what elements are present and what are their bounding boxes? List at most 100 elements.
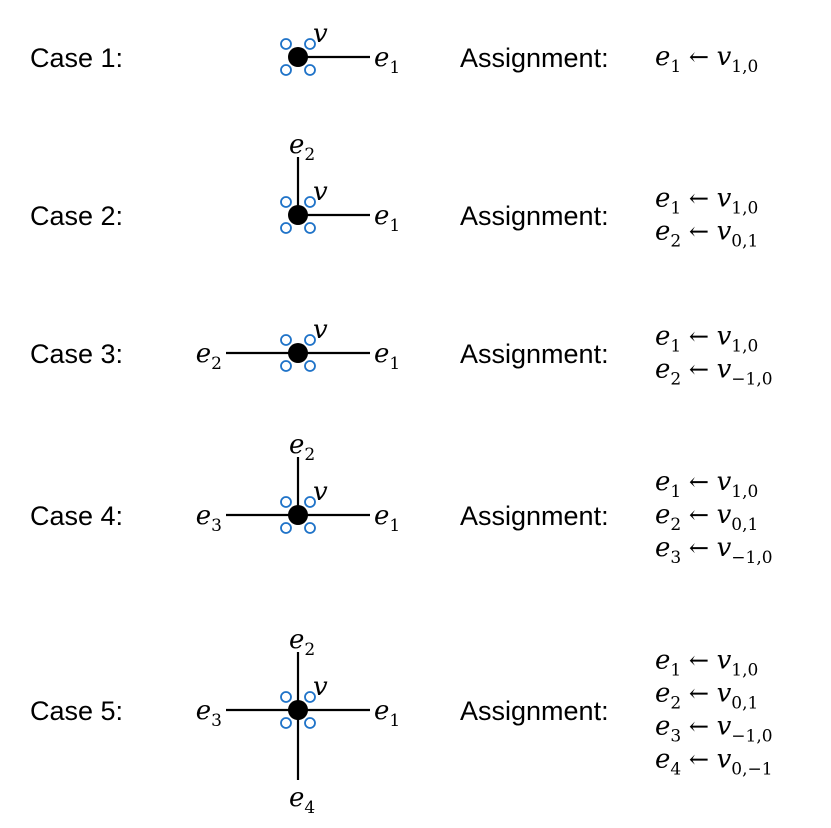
port-circle <box>304 196 316 208</box>
edge-subscript: 4 <box>670 760 681 780</box>
edge-label-subscript: 2 <box>304 640 315 660</box>
edge-subscript: 3 <box>670 548 681 568</box>
assignment-equation: e1 ← v1,0 <box>655 646 758 681</box>
edge-symbol: e <box>655 217 670 247</box>
assignment-label: Assignment: <box>460 501 609 531</box>
left-arrow-icon: ← <box>681 43 716 71</box>
left-arrow-icon: ← <box>681 713 716 741</box>
edge-symbol: e <box>655 712 670 742</box>
edge-label: e2 <box>196 339 222 374</box>
left-arrow-icon: ← <box>681 680 716 708</box>
port-circle <box>304 522 316 534</box>
assignment-equation: e4 ← v0,−1 <box>655 745 773 780</box>
vertex-subscript: −1,0 <box>731 727 772 747</box>
edge-label-subscript: 2 <box>304 445 315 465</box>
case-label: Case 1: <box>30 43 123 73</box>
node-dot <box>288 505 308 525</box>
vertex-symbol: v <box>717 42 732 72</box>
edge-label-subscript: 2 <box>211 354 222 374</box>
vertex-symbol: v <box>717 355 732 385</box>
port-circle <box>304 334 316 346</box>
port-circle <box>304 496 316 508</box>
vertex-symbol: v <box>717 646 732 676</box>
edge-label: e1 <box>374 339 400 374</box>
assignment-equation: e1 ← v1,0 <box>655 322 758 357</box>
port-circle <box>280 64 292 76</box>
vertex-symbol: v <box>717 467 732 497</box>
assignment-label: Assignment: <box>460 696 609 726</box>
assignment-equation: e2 ← v0,1 <box>655 217 758 252</box>
left-arrow-icon: ← <box>681 356 716 384</box>
left-arrow-icon: ← <box>681 323 716 351</box>
port-circle <box>280 522 292 534</box>
edge-label: e1 <box>374 696 400 731</box>
edge-subscript: 3 <box>670 727 681 747</box>
edge-label-subscript: 2 <box>304 145 315 165</box>
edge-label-subscript: 1 <box>389 216 400 236</box>
vertex-subscript: 1,0 <box>731 661 758 681</box>
node-dot <box>288 700 308 720</box>
edge-subscript: 1 <box>670 337 681 357</box>
edge-label-symbol: e <box>374 201 389 231</box>
case-label: Case 2: <box>30 201 123 231</box>
case-label: Case 4: <box>30 501 123 531</box>
port-circle <box>280 717 292 729</box>
edge-label: e1 <box>374 501 400 536</box>
node-dot <box>288 205 308 225</box>
vertex-subscript: −1,0 <box>731 370 772 390</box>
vertex-symbol: v <box>717 679 732 709</box>
vertex-subscript: 1,0 <box>731 482 758 502</box>
edge-label-subscript: 4 <box>304 798 315 818</box>
edge-subscript: 1 <box>670 661 681 681</box>
vertex-symbol: v <box>717 745 732 775</box>
node-label: v <box>313 672 328 702</box>
vertex-subscript: 1,0 <box>731 57 758 77</box>
edge-symbol: e <box>655 355 670 385</box>
edge-label: e2 <box>289 430 315 465</box>
assignment-label: Assignment: <box>460 43 609 73</box>
edge-label: e3 <box>196 696 222 731</box>
assignment-equation: e1 ← v1,0 <box>655 467 758 502</box>
left-arrow-icon: ← <box>681 501 716 529</box>
edge-label-symbol: e <box>374 696 389 726</box>
vertex-subscript: 0,−1 <box>731 760 772 780</box>
assignment-equation: e1 ← v1,0 <box>655 184 758 219</box>
left-arrow-icon: ← <box>681 746 716 774</box>
port-circle <box>280 222 292 234</box>
edge-symbol: e <box>655 679 670 709</box>
node-label: v <box>313 177 328 207</box>
edge-label: e1 <box>374 201 400 236</box>
edge-symbol: e <box>655 533 670 563</box>
edge-symbol: e <box>655 646 670 676</box>
edge-label: e3 <box>196 501 222 536</box>
vertex-subscript: 0,1 <box>731 515 758 535</box>
edge-label-symbol: e <box>289 430 304 460</box>
port-circle <box>280 38 292 50</box>
edge-label-subscript: 1 <box>389 354 400 374</box>
edge-subscript: 1 <box>670 57 681 77</box>
assignment-label: Assignment: <box>460 201 609 231</box>
vertex-symbol: v <box>717 533 732 563</box>
port-circle <box>304 222 316 234</box>
edge-label-symbol: e <box>196 339 211 369</box>
vertex-subscript: 1,0 <box>731 337 758 357</box>
port-circle <box>304 691 316 703</box>
edge-label-subscript: 1 <box>389 516 400 536</box>
edge-label: e2 <box>289 130 315 165</box>
left-arrow-icon: ← <box>681 468 716 496</box>
node-label: v <box>313 315 328 345</box>
edge-symbol: e <box>655 467 670 497</box>
edge-subscript: 1 <box>670 482 681 502</box>
vertex-symbol: v <box>717 500 732 530</box>
vertex-subscript: 1,0 <box>731 199 758 219</box>
vertex-symbol: v <box>717 322 732 352</box>
edge-label: e1 <box>374 43 400 78</box>
edge-label-symbol: e <box>289 625 304 655</box>
edge-label-subscript: 1 <box>389 58 400 78</box>
